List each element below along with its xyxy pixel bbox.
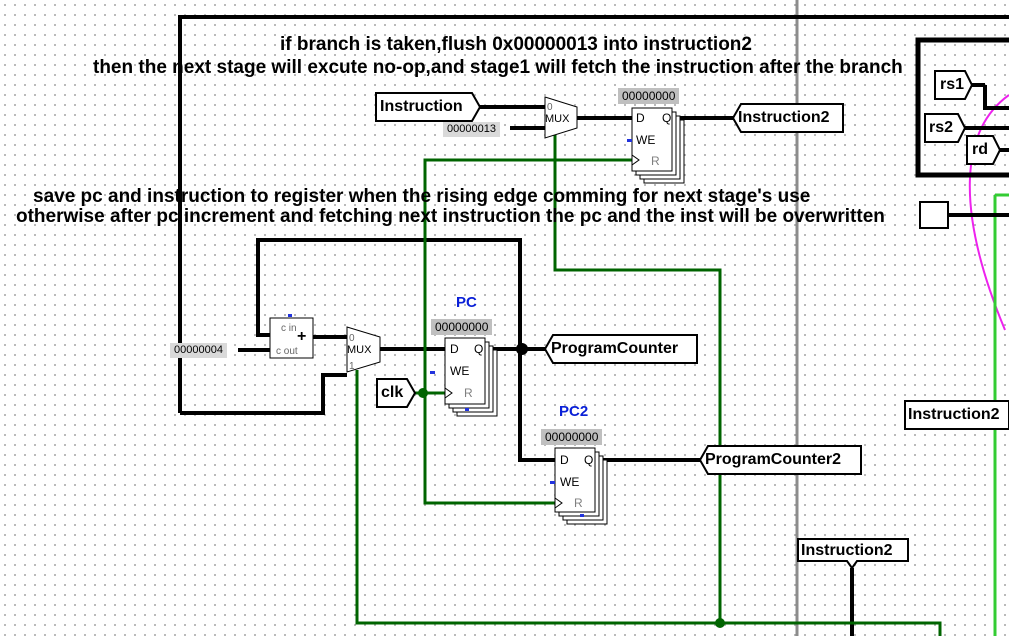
instruction-tunnel-shape[interactable]: [375, 92, 482, 122]
pc-register-title: PC: [456, 294, 477, 311]
pc-register-value: 00000000: [431, 319, 493, 335]
pc2-register-title: PC2: [559, 403, 589, 420]
instreg-q-pin: Q: [662, 111, 672, 125]
pc-we-pin: WE: [450, 364, 470, 378]
blue-pin-markers: [288, 139, 632, 517]
instruction2-right-tunnel-shape[interactable]: [904, 400, 1009, 430]
clk-tunnel-shape[interactable]: [376, 378, 417, 408]
pc-to-pc2-wire: [518, 349, 555, 462]
pc-adder[interactable]: [269, 317, 314, 359]
instreg-r-pin: R: [651, 154, 660, 168]
save-note-line1: save pc and instruction to register when…: [33, 186, 811, 207]
flush-mux-sel0: 0: [547, 102, 553, 113]
rd-tunnel[interactable]: rd: [972, 141, 988, 158]
branch-target-wire: [178, 15, 1009, 413]
programcounter2-tunnel[interactable]: ProgramCounter2: [705, 451, 842, 468]
pc-mux[interactable]: [346, 326, 381, 373]
pc2-register[interactable]: [554, 447, 608, 525]
instruction2-right-tunnel[interactable]: Instruction2: [908, 406, 1000, 423]
instruction-register-value: 00000000: [618, 88, 680, 104]
pc-r-pin: R: [464, 386, 473, 400]
rd-tunnel-shape[interactable]: [966, 135, 1002, 165]
decoder-component-outline[interactable]: [915, 37, 1009, 178]
adder-plus-sign: +: [297, 328, 307, 345]
pc2-register-value: 00000000: [541, 429, 603, 445]
rs1-wire-bend: [983, 85, 1009, 110]
pc-mux-sel0: 0: [349, 333, 355, 344]
pc2-d-pin: D: [560, 453, 569, 467]
pc-register[interactable]: [444, 337, 498, 417]
rs1-tunnel[interactable]: rs1: [940, 76, 965, 93]
pc-increment-constant[interactable]: 00000004: [170, 343, 227, 358]
pc-junction-dot: [516, 343, 528, 355]
magenta-wire: [968, 94, 1009, 331]
instruction2-bottom-tunnel-shape[interactable]: [797, 538, 909, 570]
adder-cout-label: c out: [276, 346, 298, 357]
pc2-r-pin: R: [574, 496, 583, 510]
adder-cin-label: c in: [281, 323, 297, 334]
pc-mux-sel1: 1: [349, 361, 355, 372]
instreg-we-pin: WE: [636, 133, 656, 147]
pc-feedback-wire: [256, 238, 522, 348]
clk-junction-dot: [418, 388, 428, 398]
branch-note-line2: then the next stage will excute no-op,an…: [93, 57, 903, 78]
pc2-we-pin: WE: [560, 475, 580, 489]
instruction2-register[interactable]: [631, 107, 685, 184]
nop-constant[interactable]: 00000013: [443, 122, 500, 137]
programcounter-tunnel-shape[interactable]: [543, 334, 698, 364]
rs2-tunnel[interactable]: rs2: [929, 119, 954, 136]
pc-q-pin: Q: [474, 342, 484, 356]
instruction2-bottom-tunnel[interactable]: Instruction2: [801, 542, 893, 559]
pc2-q-pin: Q: [584, 453, 594, 467]
branch-note-line1: if branch is taken,flush 0x00000013 into…: [280, 34, 752, 55]
pc-d-pin: D: [450, 342, 459, 356]
instruction2-tunnel-shape[interactable]: [731, 103, 844, 133]
clk-tunnel[interactable]: clk: [381, 384, 404, 401]
instruction-tunnel[interactable]: Instruction: [380, 98, 463, 115]
instreg-d-pin: D: [636, 111, 645, 125]
branch-mux-input-wire: [180, 373, 347, 415]
programcounter-tunnel[interactable]: ProgramCounter: [551, 340, 679, 357]
save-note-line2: otherwise after pc increment and fetchin…: [16, 206, 885, 227]
programcounter2-tunnel-shape[interactable]: [698, 445, 862, 475]
flush-mux-label: MUX: [545, 113, 570, 125]
right-mid-tunnel-shape[interactable]: [919, 201, 949, 229]
pc-mux-label: MUX: [347, 344, 372, 356]
rs1-tunnel-shape[interactable]: [934, 70, 974, 100]
branch-junction-dot: [715, 618, 725, 628]
rs2-tunnel-shape[interactable]: [924, 113, 967, 143]
instruction2-tunnel[interactable]: Instruction2: [738, 109, 830, 126]
flush-mux[interactable]: [544, 96, 578, 139]
